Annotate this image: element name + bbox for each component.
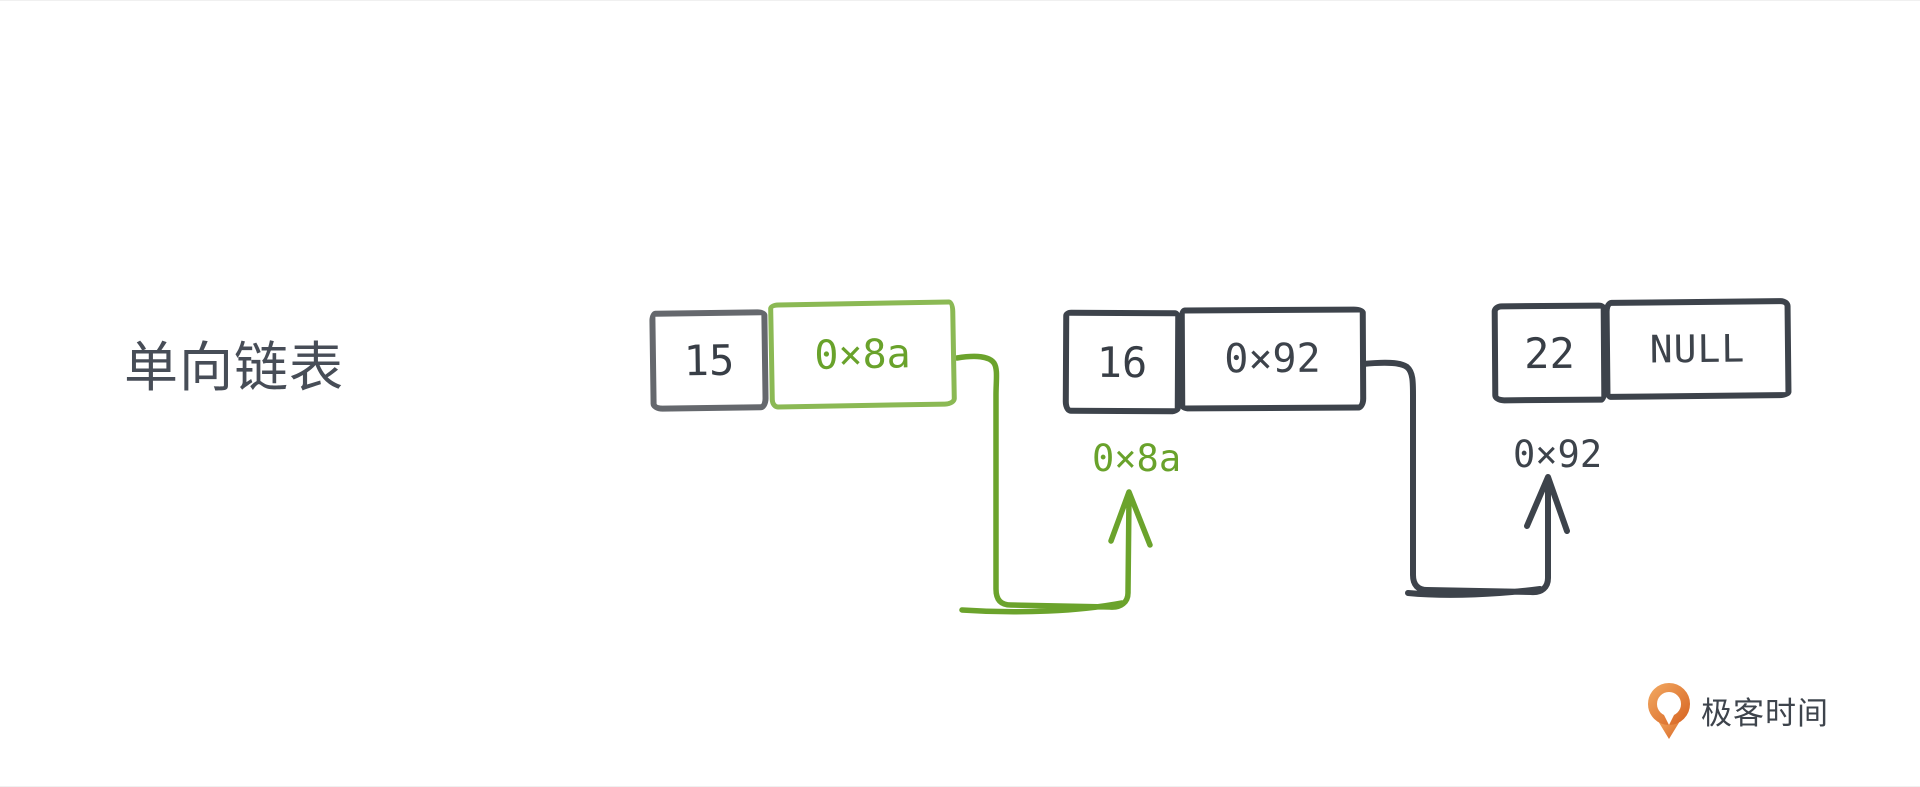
logo-pin-tail bbox=[1658, 721, 1680, 739]
node3-pointer-box: NULL bbox=[1603, 298, 1792, 400]
node1-pointer: 0×8a bbox=[813, 330, 912, 379]
brand-logo-text: 极客时间 bbox=[1701, 695, 1829, 731]
geektime-logo-icon bbox=[1648, 683, 1690, 739]
page-title: 单向链表 bbox=[124, 338, 344, 398]
logo-inner-arrow bbox=[1662, 711, 1676, 725]
node2-pointer: 0×92 bbox=[1224, 335, 1321, 383]
arrow-label-0x8a: 0×8a bbox=[1092, 437, 1182, 480]
brand-watermark: 极客时间 bbox=[1646, 679, 1829, 741]
node2-pointer-box: 0×92 bbox=[1178, 306, 1367, 412]
node1-value: 15 bbox=[683, 335, 735, 386]
arrow-label-0x92: 0×92 bbox=[1513, 433, 1603, 476]
node2-value-box: 16 bbox=[1062, 309, 1182, 415]
node3-pointer: NULL bbox=[1649, 326, 1746, 372]
node3-value-box: 22 bbox=[1491, 302, 1608, 404]
node3-value: 22 bbox=[1524, 328, 1575, 378]
node1-value-box: 15 bbox=[649, 309, 769, 412]
node2-value: 16 bbox=[1096, 337, 1148, 387]
node1-pointer-box: 0×8a bbox=[768, 299, 957, 410]
